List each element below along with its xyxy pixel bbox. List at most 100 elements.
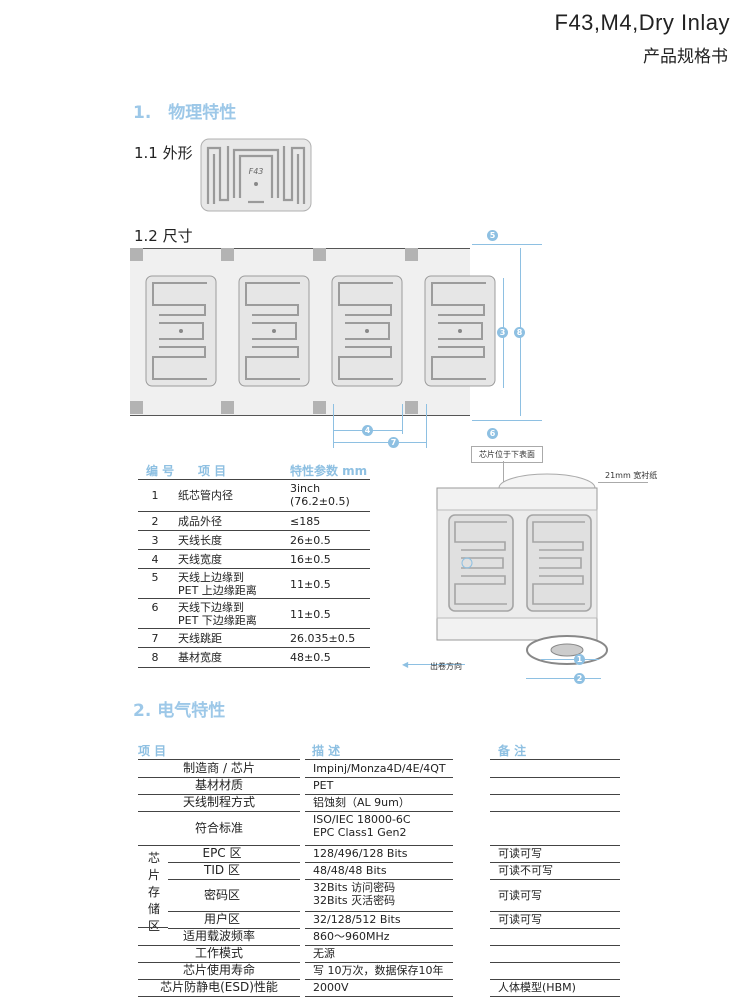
table-rule	[138, 945, 300, 946]
chip-position-label: 芯片位于下表面	[471, 446, 543, 463]
sprocket-mark	[130, 401, 143, 414]
marker-6: 6	[487, 428, 498, 439]
dim-line	[333, 442, 426, 443]
sprocket-mark	[221, 248, 234, 261]
dim-line	[472, 420, 542, 421]
elec-header-desc: 描 述	[312, 744, 341, 758]
dim-row-value: 16±0.5	[290, 553, 331, 566]
dim-row-item: 天线上边缘到 PET 上边缘距离	[178, 571, 257, 597]
table-rule	[490, 845, 620, 846]
table-rule	[490, 759, 620, 760]
table-rule	[138, 927, 168, 928]
elec-row-desc: 写 10万次，数据保存10年	[313, 964, 444, 977]
dim-row-no: 5	[151, 571, 159, 584]
elec-row-desc: 无源	[313, 947, 335, 960]
marker-4: 4	[362, 425, 373, 436]
sprocket-mark	[405, 248, 418, 261]
dim-row-value: 3inch (76.2±0.5)	[290, 482, 350, 508]
dim-row-item: 天线跳距	[178, 632, 222, 645]
dim-row-no: 7	[151, 632, 159, 645]
elec-row-note: 可读可写	[498, 847, 542, 860]
elec-row-item: 符合标准	[194, 821, 243, 835]
elec-row-note: 人体模型(HBM)	[498, 981, 576, 994]
section1-title: 1. 物理特性	[133, 103, 237, 123]
dim-row-item: 天线下边缘到 PET 下边缘距离	[178, 601, 257, 627]
dim-row-no: 6	[151, 601, 159, 614]
leader-line	[598, 482, 648, 483]
marker-3: 3	[497, 327, 508, 338]
table-rule	[490, 777, 620, 778]
table-rule	[305, 979, 453, 980]
dim-row-no: 4	[151, 553, 159, 566]
dim-row-item: 天线宽度	[178, 553, 222, 566]
table-rule	[138, 845, 300, 846]
sprocket-mark	[405, 401, 418, 414]
marker-2: 2	[574, 673, 585, 684]
dim-row-item: 纸芯管内径	[178, 489, 233, 502]
table-rule	[138, 794, 300, 795]
table-rule	[305, 794, 453, 795]
elec-row-note: 可读可写	[498, 913, 542, 926]
memory-group-label-char: 储	[147, 902, 160, 916]
table-rule	[138, 530, 370, 531]
section2-title: 2. 电气特性	[133, 701, 226, 721]
table-rule	[138, 549, 370, 550]
table-rule	[138, 962, 300, 963]
elec-row-desc: Impinj/Monza4D/4E/4QT	[313, 762, 446, 775]
elec-row-desc: PET	[313, 779, 334, 792]
antenna-image	[331, 275, 403, 387]
antenna-image	[145, 275, 217, 387]
direction-arrow-line	[405, 664, 465, 665]
elec-header-note: 备 注	[498, 744, 527, 758]
table-rule	[138, 811, 300, 812]
table-rule	[168, 911, 300, 912]
elec-row-desc: 128/496/128 Bits	[313, 847, 408, 860]
table-rule	[138, 647, 370, 648]
table-rule	[305, 928, 453, 929]
dim-row-value: 11±0.5	[290, 578, 331, 591]
table-rule	[138, 511, 370, 512]
marker-7: 7	[388, 437, 399, 448]
elec-row-item: 芯片使用寿命	[182, 963, 255, 977]
marker-8: 8	[514, 327, 525, 338]
elec-row-item: 适用载波频率	[182, 929, 255, 943]
memory-group-label-char: 存	[147, 885, 160, 899]
table-rule	[490, 996, 620, 997]
memory-group-label-char: 芯	[147, 851, 160, 865]
table-rule	[490, 928, 620, 929]
document-subtitle: 产品规格书	[643, 47, 728, 67]
section1-2-title: 1.2 尺寸	[134, 227, 193, 245]
sprocket-mark	[313, 401, 326, 414]
table-rule	[138, 667, 370, 668]
antenna-image	[238, 275, 310, 387]
dim-table-header-param: 特性参数 mm	[290, 464, 368, 478]
table-rule	[490, 794, 620, 795]
table-rule	[305, 862, 453, 863]
dim-row-item: 基材宽度	[178, 651, 222, 664]
table-rule	[138, 479, 370, 480]
sprocket-mark	[313, 248, 326, 261]
table-rule	[490, 945, 620, 946]
elec-row-note: 可读可写	[498, 889, 542, 902]
elec-row-desc: 32Bits 访问密码 32Bits 灭活密码	[313, 881, 396, 907]
elec-row-item: TID 区	[204, 863, 240, 877]
table-rule	[490, 862, 620, 863]
table-rule	[168, 862, 300, 863]
elec-row-item: 天线制程方式	[182, 795, 255, 809]
elec-row-desc: 48/48/48 Bits	[313, 864, 387, 877]
section1-1-title: 1.1 外形	[134, 144, 193, 162]
elec-row-item: 芯片防静电(ESD)性能	[160, 980, 278, 994]
paper-width-label: 21mm 宽衬纸	[605, 471, 658, 480]
table-rule	[305, 911, 453, 912]
elec-row-item: 基材材质	[194, 778, 243, 792]
dim-row-no: 3	[151, 534, 159, 547]
elec-row-item: 工作模式	[194, 946, 243, 960]
dim-line	[333, 404, 334, 448]
dim-row-item: 成品外径	[178, 515, 222, 528]
table-rule	[490, 962, 620, 963]
table-rule	[138, 979, 300, 980]
document-title: F43,M4,Dry Inlay	[554, 10, 730, 35]
elec-row-item: 制造商 / 芯片	[183, 761, 255, 775]
table-rule	[305, 879, 453, 880]
dim-line	[402, 404, 403, 434]
